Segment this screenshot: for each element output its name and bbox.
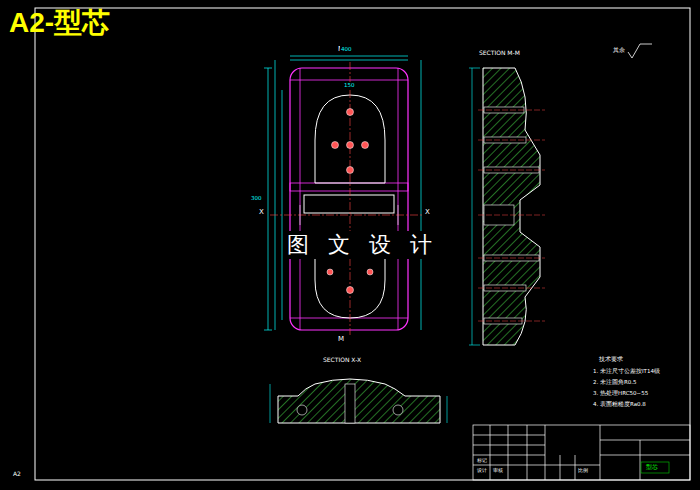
roughness-note: 其余 [612,47,626,54]
section-label: SECTION M-M [478,50,521,57]
dimension: 150 [343,82,356,88]
top-view [264,56,425,335]
title-block [473,425,690,480]
section-m-m [469,68,545,345]
title-block-cell: 标记 [476,458,488,464]
section-marker: X [424,209,431,217]
section-marker: X [258,209,265,217]
title-block-cell: 比例 [577,468,589,474]
watermark: 图 文 设 计 [283,231,442,259]
roughness-symbol [628,44,652,58]
drawing-frame [35,8,690,480]
title-block-cell: 设计 [476,468,488,474]
section-x-x [270,379,447,423]
note-line: 1. 未注尺寸公差按IT14级 [592,368,661,374]
section-label: SECTION X-X [322,357,362,364]
sheet-size: A2 [12,471,22,478]
note-heading: 技术要求 [598,356,624,363]
dimension: 400 [340,46,353,52]
title-block-cell: 审核 [492,468,504,474]
part-name: 型芯 [645,464,659,471]
section-marker: M [337,336,345,344]
note-line: 3. 热处理HRC50~55 [592,390,649,396]
note-line: 2. 未注圆角R0.5 [592,379,638,385]
dimension: 300 [250,195,263,201]
note-line: 4. 表面粗糙度Ra0.8 [592,401,647,407]
material-box [641,462,669,473]
drawing-title: A2-型芯 [8,8,111,39]
